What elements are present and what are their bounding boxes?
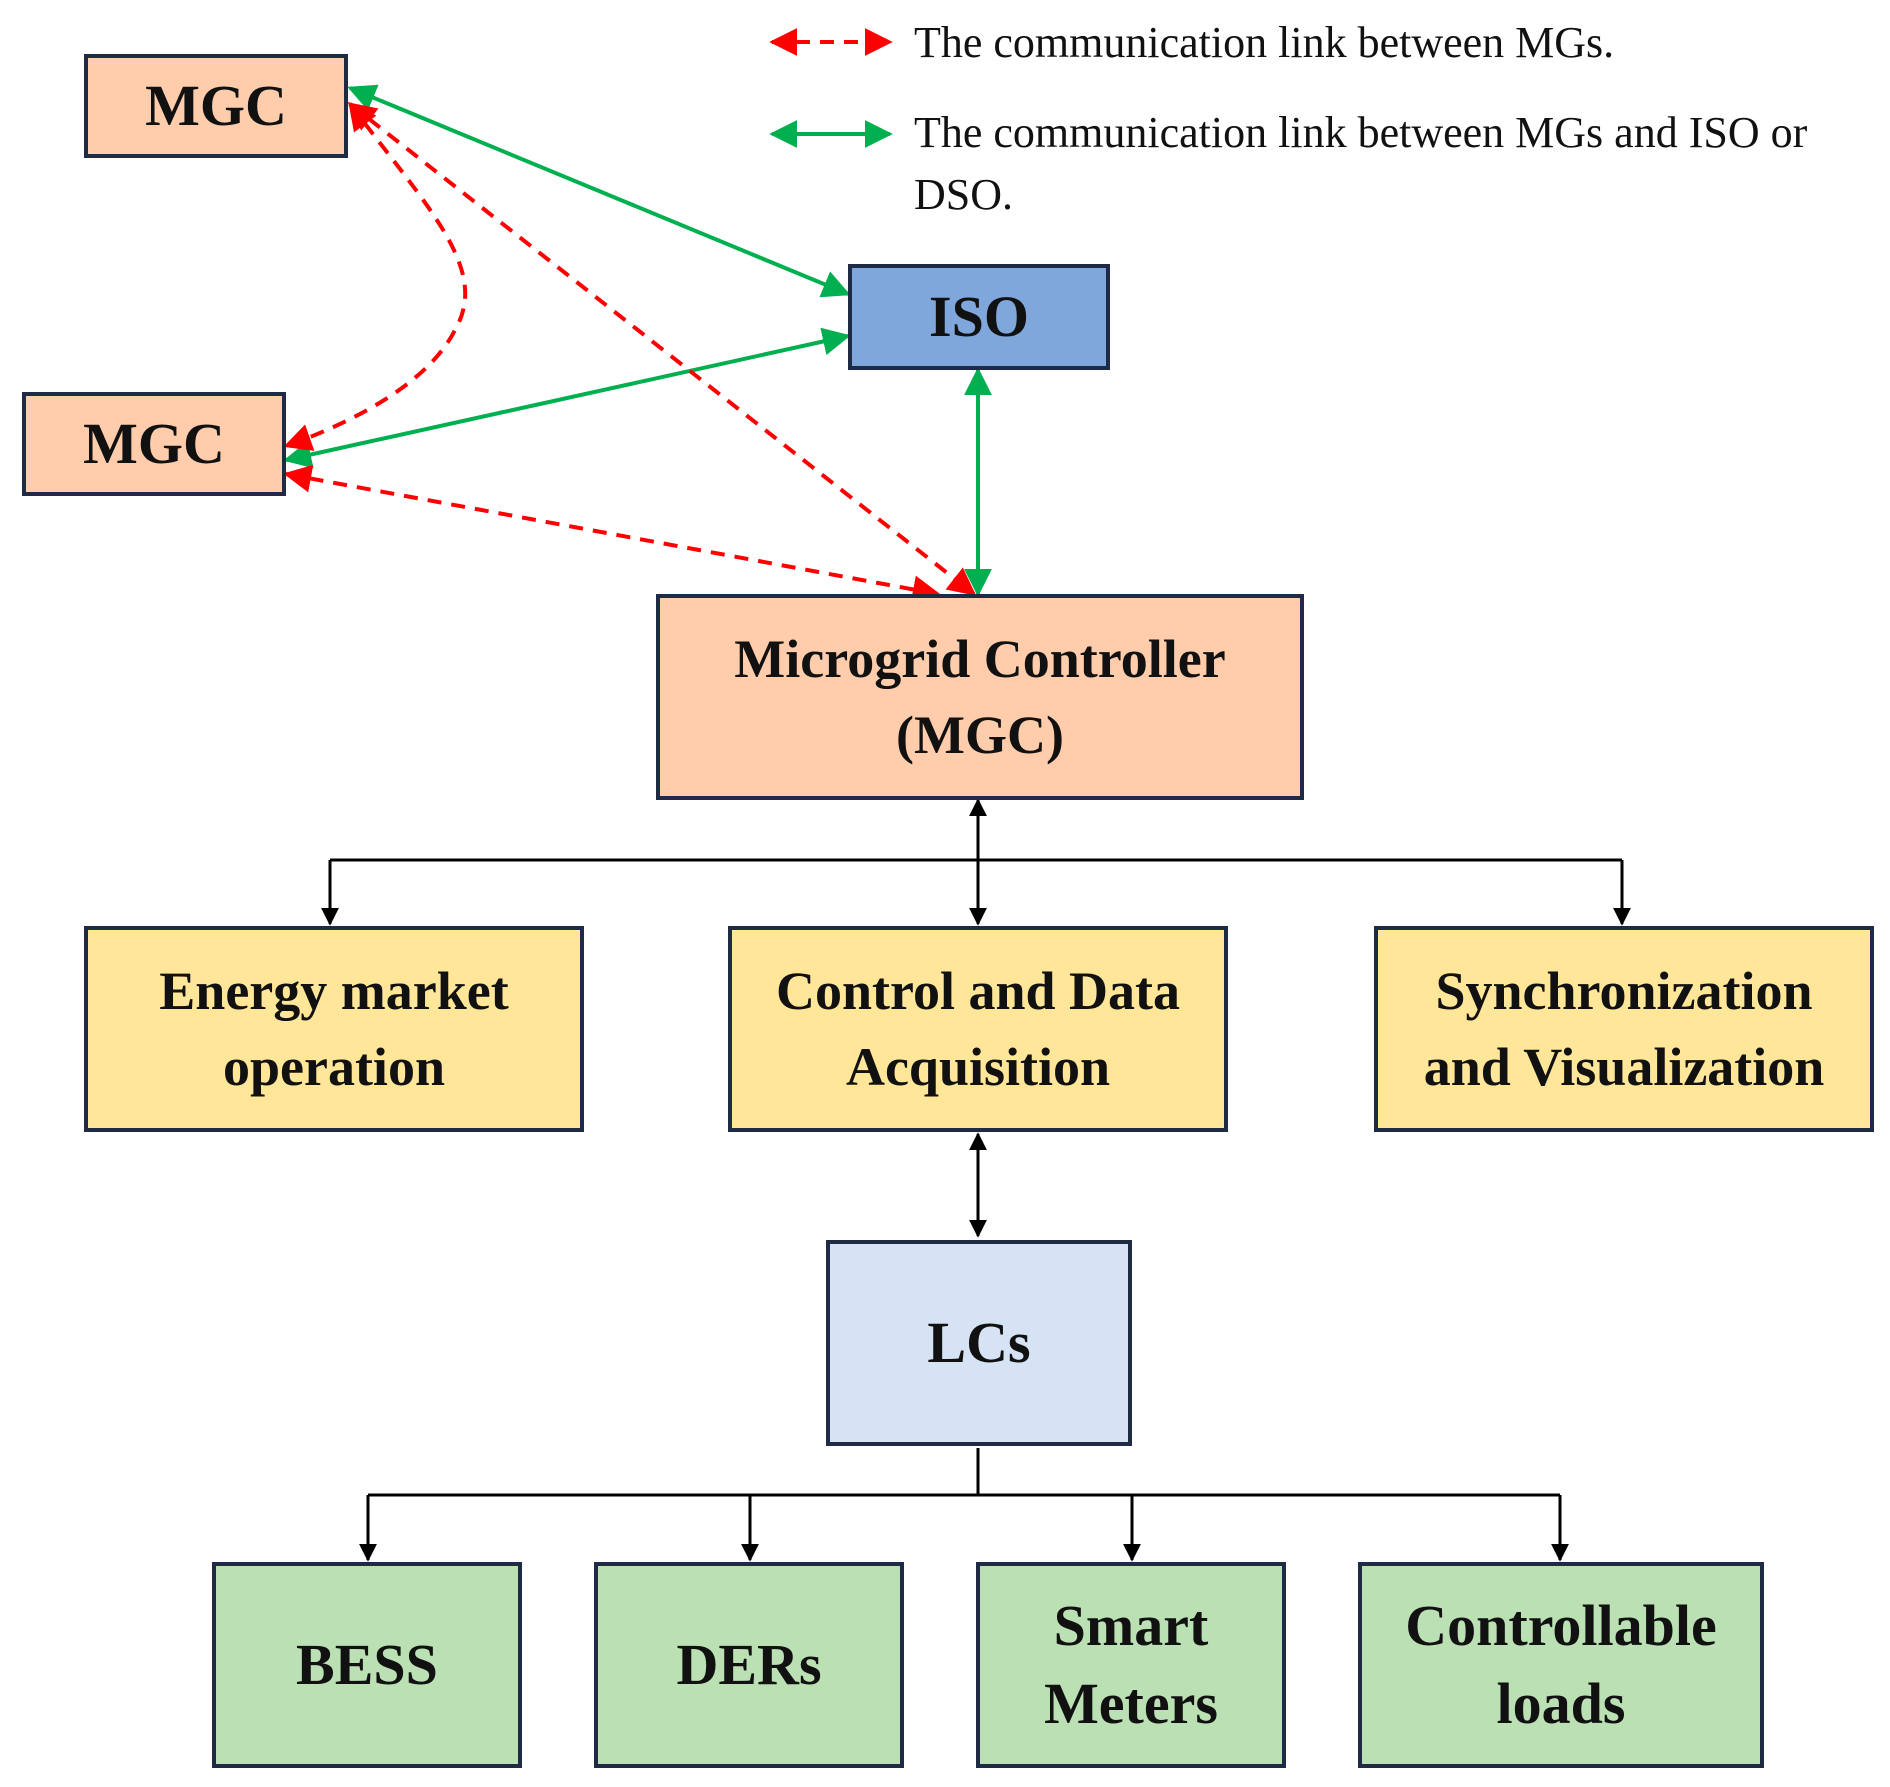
sync-vis-label: Synchronization and Visualization: [1423, 961, 1825, 1097]
legend-green-text: The communication link between MGs and I…: [914, 108, 1808, 219]
smart-meters-label: Smart Meters: [1044, 1593, 1218, 1736]
legend-red-label: The communication link between MGs.: [914, 12, 1834, 74]
bess-box: BESS: [212, 1562, 522, 1768]
mgc-left-box: MGC: [22, 392, 286, 496]
energy-market-label: Energy market operation: [159, 961, 509, 1097]
link-mgc-top-iso: [347, 84, 851, 298]
legend-red-text: The communication link between MGs.: [914, 18, 1615, 67]
microgrid-controller-label: Microgrid Controller (MGC): [734, 629, 1226, 765]
ders-box: DERs: [594, 1562, 904, 1768]
link-mgc-left-iso: [283, 327, 851, 469]
mgc-top-label: MGC: [145, 73, 287, 138]
lcs-box: LCs: [826, 1240, 1132, 1446]
iso-label: ISO: [929, 284, 1029, 349]
controllable-loads-box: Controllable loads: [1358, 1562, 1764, 1768]
ders-label: DERs: [676, 1632, 822, 1697]
sync-vis-box: Synchronization and Visualization: [1374, 926, 1874, 1132]
link-mgc-left-microgrid-controller: [283, 464, 941, 604]
smart-meters-box: Smart Meters: [976, 1562, 1286, 1768]
lcs-label: LCs: [927, 1310, 1031, 1375]
controllable-loads-label: Controllable loads: [1405, 1593, 1717, 1736]
mgc-top-box: MGC: [84, 54, 348, 158]
energy-market-box: Energy market operation: [84, 926, 584, 1132]
microgrid-controller-box: Microgrid Controller (MGC): [656, 594, 1304, 800]
mgc-left-label: MGC: [83, 411, 225, 476]
legend-green-label: The communication link between MGs and I…: [914, 102, 1834, 226]
control-data-box: Control and Data Acquisition: [728, 926, 1228, 1132]
bess-label: BESS: [296, 1632, 438, 1697]
iso-box: ISO: [848, 264, 1110, 370]
control-data-label: Control and Data Acquisition: [775, 961, 1181, 1097]
